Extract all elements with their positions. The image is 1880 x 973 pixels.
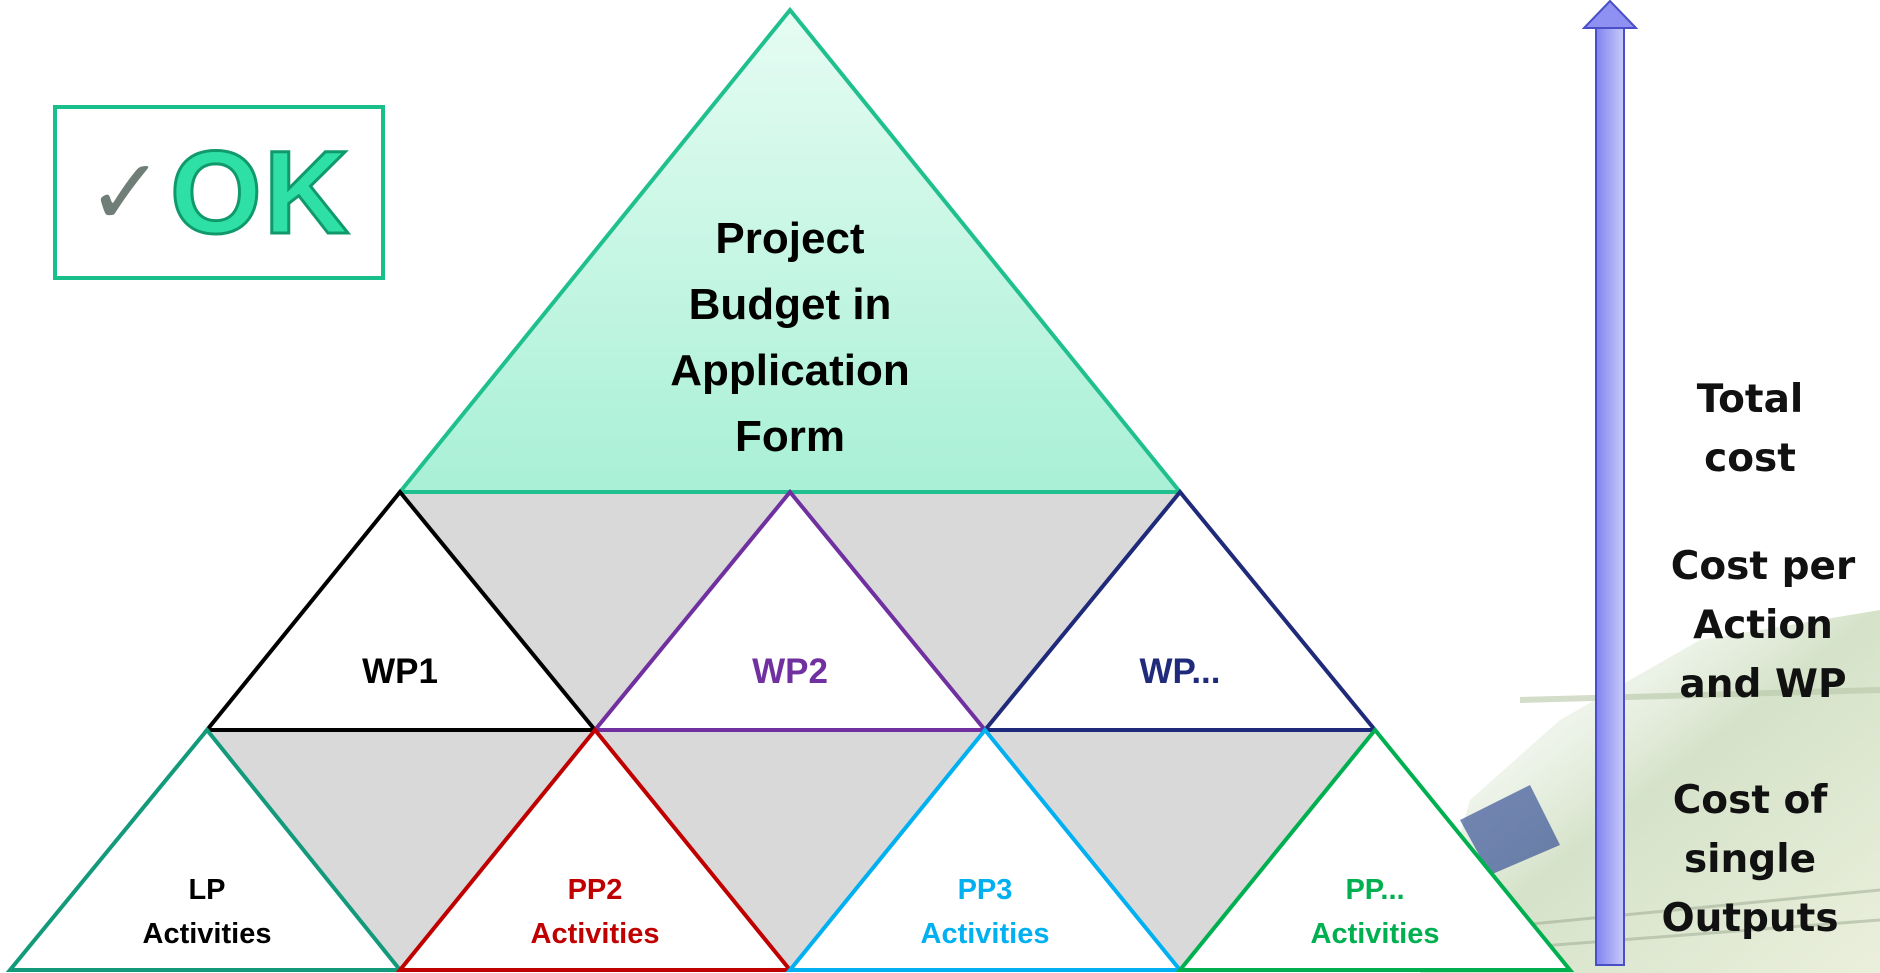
activity-pp3-line-2: Activities (921, 918, 1050, 950)
cost-scale-arrow (1581, 0, 1639, 966)
activity-pp2-line-1: PP2 (568, 874, 623, 906)
wp2-label: WP2 (752, 652, 828, 691)
apex-label-line-2: Budget in (689, 280, 892, 329)
ok-label: OK (169, 126, 352, 259)
activity-lp-line-2: Activities (143, 918, 272, 950)
wp1-label: WP1 (362, 652, 438, 691)
pyramid-gaps (207, 492, 1375, 970)
banknote-background-image (1420, 610, 1880, 973)
cost-level-action-wp: Cost per Action and WP (1670, 544, 1856, 707)
wp3-label: WP... (1139, 652, 1220, 691)
cost-level-outputs: Cost of single Outputs (1661, 778, 1839, 941)
activity-pp3-line-1: PP3 (958, 874, 1013, 906)
cost-level-total: Total cost (1696, 377, 1804, 481)
apex-label-line-3: Application (670, 346, 910, 395)
activity-pp2-line-2: Activities (531, 918, 660, 950)
activity-lp-triangle (5, 726, 405, 972)
activity-pp3-triangle (785, 726, 1185, 972)
apex-label-line-4: Form (735, 412, 845, 461)
apex-label-line-1: Project (715, 214, 865, 263)
activity-ppn-line-2: Activities (1311, 918, 1440, 950)
activity-lp-line-1: LP (188, 874, 225, 906)
wp1-triangle (202, 488, 600, 732)
activity-ppn-triangle (1175, 726, 1575, 972)
checkmark-icon: ✓ (86, 138, 165, 246)
wp2-triangle (590, 488, 990, 732)
ok-badge: ✓ OK (53, 105, 385, 280)
activity-pp2-triangle (395, 726, 795, 972)
activity-ppn-line-1: PP... (1345, 874, 1404, 906)
wp3-triangle (980, 488, 1380, 732)
